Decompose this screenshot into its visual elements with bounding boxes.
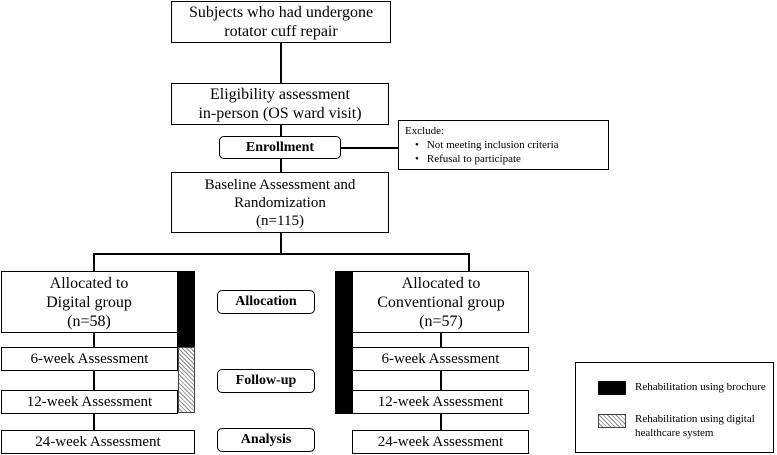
subjects-box: Subjects who had undergone rotator cuff …: [171, 1, 391, 43]
left-connector-1: [93, 333, 95, 347]
branch-left-drop: [93, 253, 95, 271]
right-24-week-label: 24-week Assessment: [377, 434, 504, 450]
eligibility-line1: Eligibility assessment: [210, 86, 350, 103]
branch-right-drop: [468, 253, 470, 271]
subjects-line1: Subjects who had undergone: [188, 4, 374, 21]
digital-line2: Digital group: [46, 293, 132, 311]
exclude-box: Exclude: Not meeting inclusion criteria …: [398, 120, 609, 170]
connector-enrollment-exclude: [341, 147, 398, 149]
exclude-list: Not meeting inclusion criteria Refusal t…: [405, 138, 602, 166]
right-12-week-label: 12-week Assessment: [377, 394, 504, 410]
conventional-line3: (n=57): [419, 312, 463, 330]
conventional-line1: Allocated to: [401, 274, 481, 292]
baseline-box: Baseline Assessment and Randomization (n…: [171, 172, 389, 233]
legend-brochure-label: Rehabilitation using brochure: [635, 381, 766, 393]
enrollment-label: Enrollment: [219, 136, 341, 159]
digital-line1: Allocated to: [49, 274, 129, 292]
left-12-week-label: 12-week Assessment: [26, 394, 153, 410]
baseline-line2: Randomization: [234, 194, 326, 211]
eligibility-line2: in-person (OS ward visit): [198, 105, 362, 122]
right-brochure-bar-top: [335, 271, 353, 333]
eligibility-box: Eligibility assessment in-person (OS war…: [171, 83, 389, 125]
baseline-line1: Baseline Assessment and: [204, 176, 356, 193]
legend-digital-line1: Rehabilitation using digital: [635, 413, 755, 425]
left-brochure-bar: [177, 271, 195, 347]
left-6-week-label: 6-week Assessment: [30, 351, 149, 367]
right-connector-3: [440, 414, 442, 430]
connector-baseline-branch: [280, 233, 282, 254]
right-24-week-box: 24-week Assessment: [352, 430, 529, 454]
exclude-item: Refusal to participate: [415, 152, 602, 166]
left-6-week-box: 6-week Assessment: [1, 347, 178, 371]
right-12-week-box: 12-week Assessment: [352, 390, 529, 414]
left-12-week-box: 12-week Assessment: [1, 390, 178, 414]
legend-digital-label: Rehabilitation using digital healthcare …: [635, 412, 755, 440]
left-connector-3: [93, 414, 95, 430]
right-connector-2: [440, 371, 442, 390]
legend-box: Rehabilitation using brochure Rehabilita…: [575, 362, 774, 453]
branch-line: [93, 253, 469, 255]
right-6-week-box: 6-week Assessment: [352, 347, 529, 371]
left-24-week-box: 24-week Assessment: [1, 430, 195, 454]
left-digital-hatch-bar: [178, 347, 195, 413]
allocation-label: Allocation: [217, 290, 315, 314]
connector-eligibility-enrollment: [280, 125, 282, 136]
subjects-line2: rotator cuff repair: [224, 23, 338, 40]
exclude-title: Exclude:: [405, 125, 445, 137]
legend-digital-swatch: [598, 414, 626, 428]
conventional-line2: Conventional group: [377, 293, 505, 311]
right-6-week-label: 6-week Assessment: [381, 351, 500, 367]
legend-brochure-swatch: [598, 381, 626, 395]
left-24-week-label: 24-week Assessment: [35, 434, 161, 450]
legend-digital-line2: healthcare system: [635, 427, 714, 439]
followup-label: Follow-up: [217, 369, 315, 393]
left-connector-2: [93, 371, 95, 390]
baseline-line3: (n=115): [256, 212, 304, 229]
conventional-group-box: Allocated to Conventional group (n=57): [335, 271, 529, 333]
digital-line3: (n=58): [67, 312, 111, 330]
exclude-item: Not meeting inclusion criteria: [415, 138, 602, 152]
connector-enrollment-baseline: [280, 159, 282, 172]
analysis-label: Analysis: [217, 428, 315, 452]
digital-group-box: Allocated to Digital group (n=58): [1, 271, 195, 333]
connector-subjects-eligibility: [280, 43, 282, 83]
right-connector-1: [440, 333, 442, 347]
